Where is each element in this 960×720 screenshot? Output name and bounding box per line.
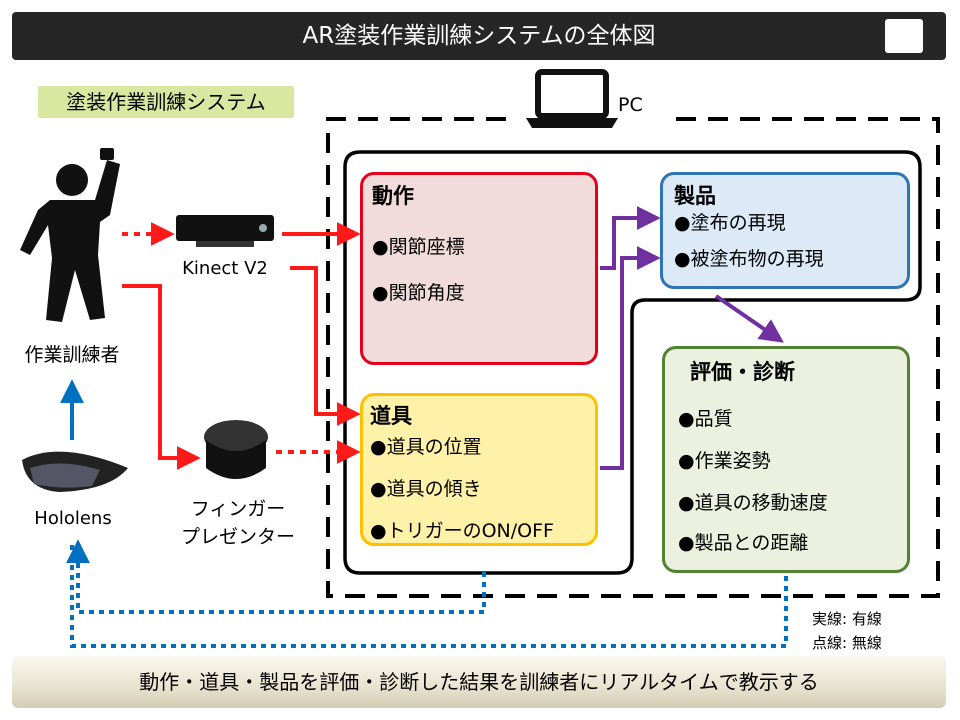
tool-item-trigger: ●トリガーのON/OFF — [370, 520, 554, 542]
evaluation-item-speed: ●道具の移動速度 — [678, 492, 828, 514]
bottom-banner-text: 動作・道具・製品を評価・診断した結果を訓練者にリアルタイムで教示する — [139, 670, 819, 694]
laptop-icon — [526, 69, 618, 128]
evaluation-item-posture: ●作業姿勢 — [678, 450, 771, 472]
software-frame — [343, 150, 922, 575]
motion-item-joint-angles: ●関節角度 — [372, 282, 465, 304]
hololens-icon — [22, 451, 128, 492]
pc-frame — [326, 117, 940, 598]
kinect-icon — [176, 215, 274, 247]
tool-title: 道具 — [370, 404, 412, 428]
title-bar — [12, 12, 946, 60]
evaluation-item-quality: ●品質 — [678, 408, 733, 430]
finger-presenter-label-1: フィンガー — [190, 498, 286, 520]
motion-box — [360, 172, 598, 365]
pc-label: PC — [618, 94, 643, 116]
page-title: AR塗装作業訓練システムの全体図 — [302, 23, 656, 49]
wired-connectors — [122, 222, 361, 470]
legend-solid: 実線: 有線 — [812, 610, 882, 628]
feedback-connectors — [60, 379, 788, 648]
trainee-label: 作業訓練者 — [24, 344, 120, 366]
product-title: 製品 — [674, 184, 716, 208]
tool-item-tilt: ●道具の傾き — [370, 478, 482, 500]
tool-box — [360, 393, 598, 546]
product-box — [660, 172, 910, 289]
system-label: 塗装作業訓練システム — [38, 86, 294, 118]
evaluation-item-distance: ●製品との距離 — [678, 532, 809, 554]
motion-title: 動作 — [372, 184, 414, 208]
trainee-icon — [20, 148, 120, 322]
motion-item-joint-coordinates: ●関節座標 — [372, 236, 465, 258]
product-item-workpiece: ●被塗布物の再現 — [674, 248, 824, 270]
evaluation-title: 評価・診断 — [690, 360, 795, 384]
data-flow-connectors — [600, 206, 784, 470]
bottom-banner — [12, 656, 946, 708]
evaluation-box — [662, 346, 910, 573]
kinect-label: Kinect V2 — [182, 258, 268, 279]
product-item-coating: ●塗布の再現 — [674, 212, 786, 234]
title-square-icon — [885, 19, 923, 53]
finger-presenter-icon — [204, 420, 268, 479]
legend-dotted: 点線: 無線 — [812, 634, 882, 652]
hololens-label: Hololens — [34, 508, 112, 529]
tool-item-position: ●道具の位置 — [370, 436, 482, 458]
finger-presenter-label-2: プレゼンター — [180, 526, 295, 548]
